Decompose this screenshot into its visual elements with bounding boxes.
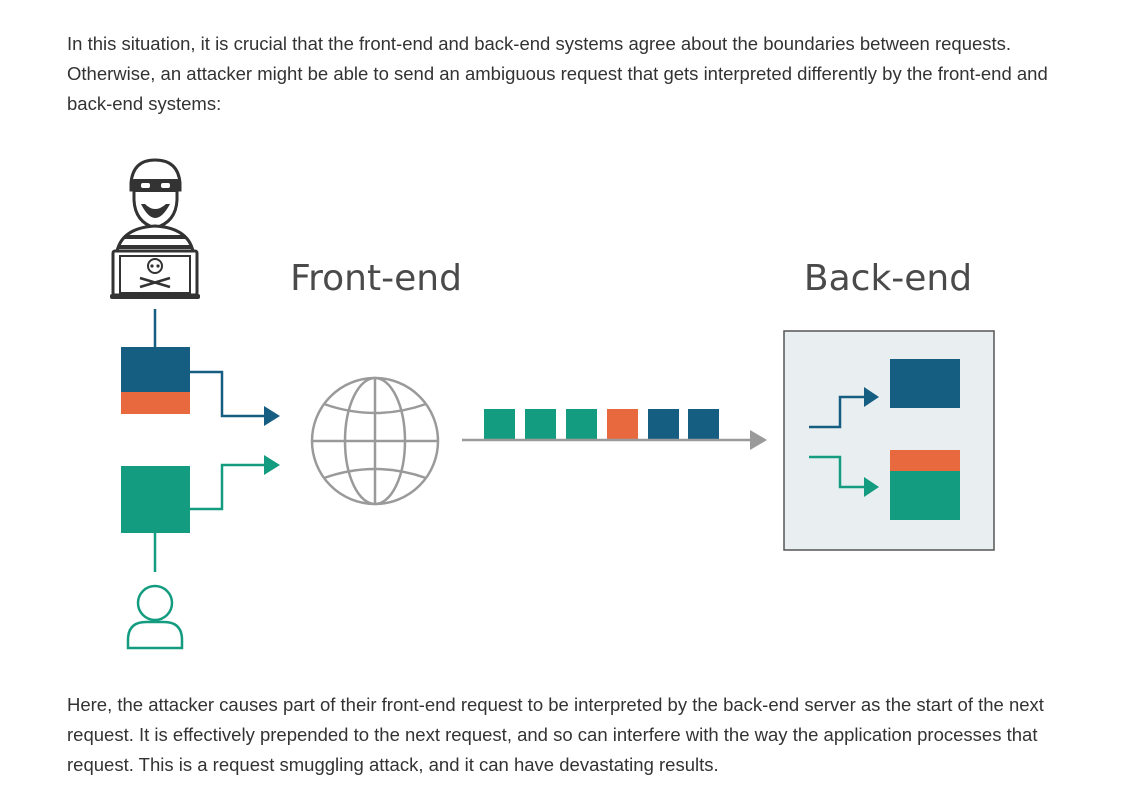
request-smuggling-diagram: Front-end Back-end (110, 158, 995, 650)
pipeline-request-block (525, 409, 556, 440)
arrow-icon (809, 455, 866, 489)
pipeline-request-block (484, 409, 515, 440)
backend-smuggled-prefix (890, 450, 960, 471)
arrow-icon (190, 370, 266, 418)
arrow-icon (750, 430, 767, 450)
outro-paragraph: Here, the attacker causes part of their … (67, 694, 1044, 775)
arrow-icon (264, 455, 280, 475)
user-request-block (121, 466, 190, 533)
attacker-request-block (121, 347, 190, 392)
arrow-icon (809, 395, 866, 429)
intro-paragraph: In this situation, it is crucial that th… (67, 33, 1048, 114)
backend-user-request (890, 471, 960, 520)
arrow-icon (264, 406, 280, 426)
front-end-label: Front-end (290, 258, 462, 299)
smuggled-part-block (121, 392, 190, 414)
pipeline-request-block (688, 409, 719, 440)
request-pipeline (484, 409, 719, 440)
pipeline-request-block (607, 409, 638, 440)
user-icon (126, 584, 184, 650)
pipeline-request-block (566, 409, 597, 440)
back-end-label: Back-end (804, 258, 972, 299)
pipeline-request-block (648, 409, 679, 440)
backend-attacker-request (890, 359, 960, 408)
arrow-icon (864, 387, 879, 407)
arrow-icon (190, 463, 266, 511)
back-end-box (783, 330, 995, 551)
skull-laptop-icon (139, 258, 171, 289)
globe-icon (310, 376, 440, 506)
arrow-icon (864, 477, 879, 497)
hacker-icon (110, 158, 200, 299)
